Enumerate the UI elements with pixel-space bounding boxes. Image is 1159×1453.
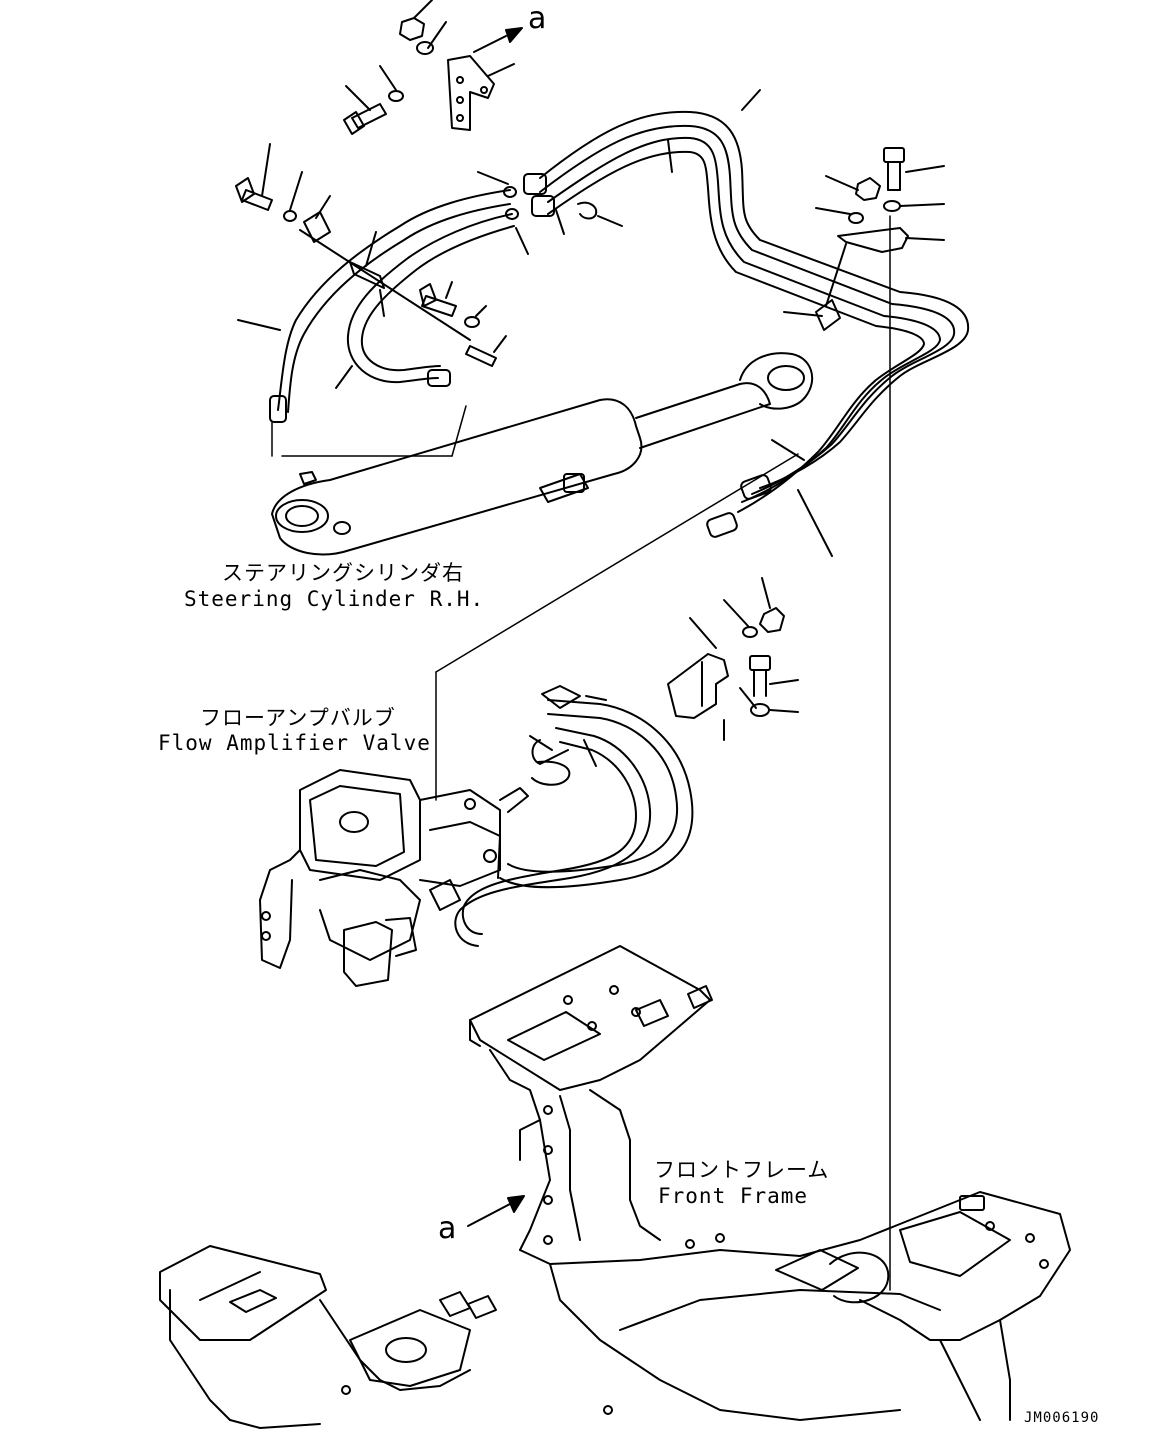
valve-hoses xyxy=(454,685,694,947)
drawing-code: JM006190 xyxy=(1024,1410,1100,1426)
front-frame-label-jp: フロントフレーム xyxy=(654,1158,830,1182)
top-bracket-assembly xyxy=(343,0,523,135)
steering-tubes xyxy=(539,89,970,557)
hoses xyxy=(237,171,623,423)
flow-valve-label-en: Flow Amplifier Valve xyxy=(158,731,431,755)
lower-bracket-assembly xyxy=(667,577,799,741)
flow-amplifier-valve xyxy=(259,769,529,987)
steering-cylinder-label-jp: ステアリングシリンダ右 xyxy=(222,561,464,585)
left-fasteners xyxy=(235,143,507,367)
reference-mark-top: a xyxy=(528,1,547,36)
front-frame xyxy=(159,945,1071,1429)
nut-icon xyxy=(399,17,425,41)
hose-fitting-icon xyxy=(269,395,287,423)
flow-valve-label-jp: フローアンプバルブ xyxy=(200,706,396,730)
washer-icon xyxy=(388,90,404,102)
bolt-icon xyxy=(351,103,387,129)
washer-icon xyxy=(416,41,434,55)
front-frame-label-en: Front Frame xyxy=(658,1184,809,1208)
right-top-fasteners xyxy=(783,147,945,1291)
steering-cylinder-label-en: Steering Cylinder R.H. xyxy=(184,587,485,611)
bolt-head-icon xyxy=(883,147,905,163)
steering-cylinder xyxy=(271,352,814,801)
reference-mark-bottom: a xyxy=(438,1211,457,1246)
